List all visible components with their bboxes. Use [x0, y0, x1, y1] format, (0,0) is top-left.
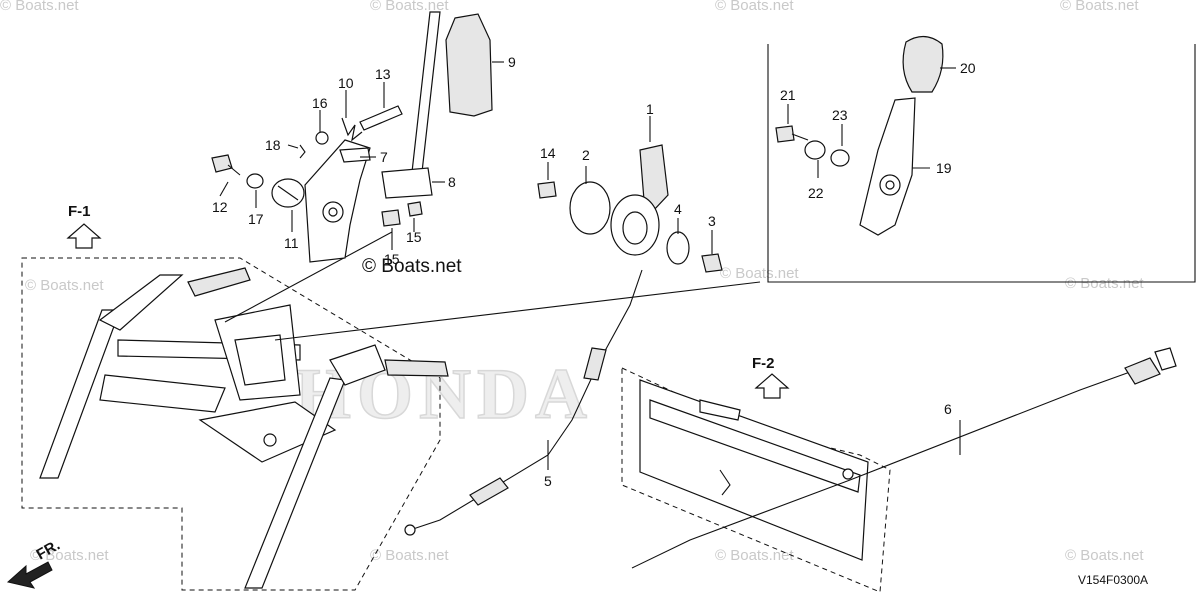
- part-number-16: 16: [312, 95, 328, 111]
- part-number-20: 20: [960, 60, 976, 76]
- part-15-nut: [381, 209, 401, 227]
- part-2-disc: [569, 181, 611, 235]
- part-12-bolt: [211, 154, 241, 176]
- part-number-12: 12: [212, 199, 228, 215]
- watermark-faint: © Boats.net: [720, 265, 799, 282]
- part-number-17: 17: [248, 211, 264, 227]
- diagram-code: V154F0300A: [1078, 573, 1148, 587]
- part-number-6: 6: [944, 401, 952, 417]
- inset-box: [767, 35, 1196, 283]
- part-number-4: 4: [674, 201, 682, 217]
- part-number-15b: 15: [406, 229, 422, 245]
- part-7-plate: [304, 139, 371, 263]
- f1-label: F-1: [68, 203, 91, 220]
- f1-ref-marker: F-1: [66, 203, 102, 249]
- watermark-faint: © Boats.net: [25, 277, 104, 294]
- part-number-labels: 9 10 13 16 18 7 8 12 17 11 15 15 1 2 14 …: [212, 54, 976, 489]
- part-number-10: 10: [338, 75, 354, 91]
- part-number-7: 7: [380, 149, 388, 165]
- f1-frame-region: [21, 231, 761, 591]
- part-number-19: 19: [936, 160, 952, 176]
- part-number-5: 5: [544, 473, 552, 489]
- part-number-13: 13: [375, 66, 391, 82]
- part-18-clip: [299, 144, 306, 159]
- watermark-faint: © Boats.net: [1065, 275, 1144, 292]
- f2-ref-marker: F-2: [752, 355, 790, 399]
- part-3-nut: [701, 253, 723, 273]
- part-number-9: 9: [508, 54, 516, 70]
- part-1-lever: [610, 144, 669, 256]
- watermark-faint: © Boats.net: [1065, 547, 1144, 564]
- part-13-pin: [359, 105, 403, 131]
- leader-lines: [219, 61, 961, 470]
- part-number-15: 15: [384, 251, 400, 267]
- part-number-21: 21: [780, 87, 796, 103]
- part-number-23: 23: [832, 107, 848, 123]
- part-17-washer: [246, 173, 264, 189]
- watermark-faint: © Boats.net: [0, 0, 79, 14]
- part-number-1: 1: [646, 101, 654, 117]
- faint-watermarks: © Boats.net © Boats.net © Boats.net © Bo…: [0, 0, 1144, 564]
- watermark-faint: © Boats.net: [370, 0, 449, 14]
- part-8-rod: [381, 11, 441, 199]
- part-number-22: 22: [808, 185, 824, 201]
- part-number-14: 14: [540, 145, 556, 161]
- part-number-18: 18: [265, 137, 281, 153]
- part-14-nut: [537, 181, 557, 199]
- part-15-nut-b: [407, 201, 423, 217]
- part-number-8: 8: [448, 174, 456, 190]
- f2-bracket-region: [621, 367, 891, 593]
- watermark-faint: © Boats.net: [715, 0, 794, 14]
- watermark-faint: © Boats.net: [1060, 0, 1139, 14]
- part-6-cable: [631, 347, 1177, 569]
- part-9-knob: [445, 13, 493, 117]
- watermark-faint: © Boats.net: [370, 547, 449, 564]
- part-5-cable: [404, 269, 643, 536]
- f2-label: F-2: [752, 355, 775, 372]
- center-watermark: © Boats.net: [362, 256, 462, 277]
- part-4-washer: [666, 231, 690, 265]
- part-11-washer: [271, 178, 305, 208]
- watermark-faint: © Boats.net: [715, 547, 794, 564]
- part-16-washer: [315, 131, 329, 145]
- watermark-faint: © Boats.net: [30, 547, 109, 564]
- part-number-2: 2: [582, 147, 590, 163]
- part-10-spring: [341, 117, 363, 142]
- part-number-3: 3: [708, 213, 716, 229]
- part-number-11: 11: [284, 235, 299, 251]
